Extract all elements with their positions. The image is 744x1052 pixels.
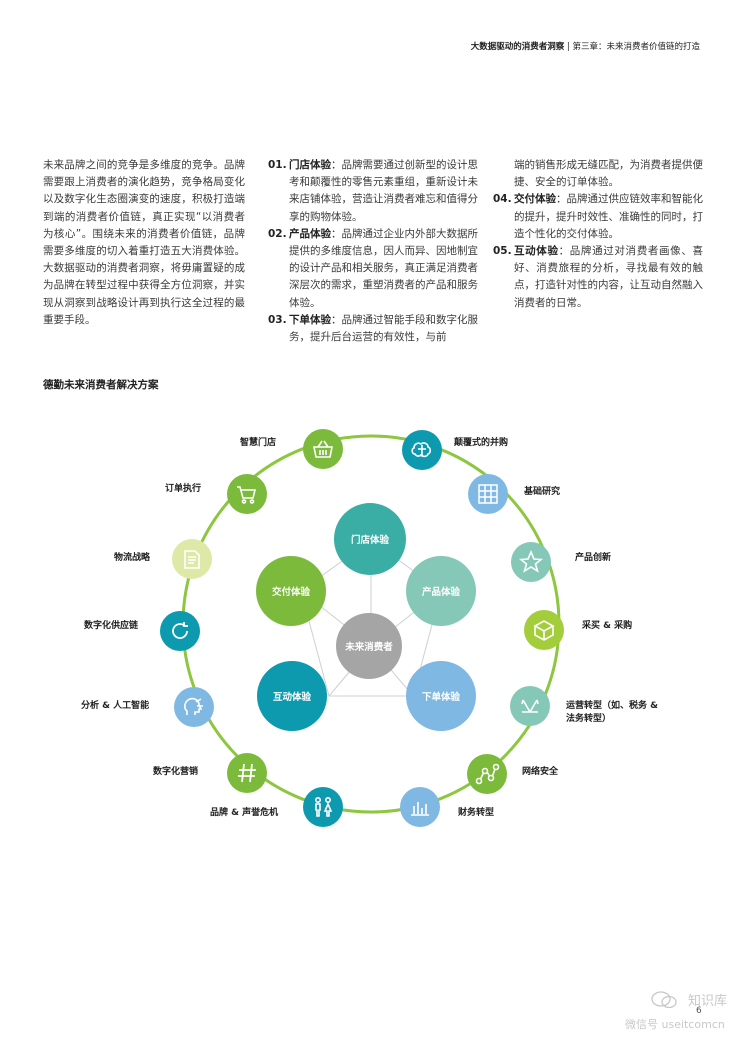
experience-number: 02. [268,227,287,240]
ring-label-basic-research: 基础研究 [524,487,561,497]
wechat-icon [651,991,677,1009]
ring-label-digital-supply-chain: 数字化供应链 [84,621,139,631]
section-title: 德勤未来消费者解决方案 [43,379,159,391]
ring-node-acquisition [402,430,442,470]
ring-label-product-innovation: 产品创新 [575,553,612,563]
grid-icon [478,484,498,504]
ring-label-acquisition: 颠覆式的并购 [454,438,509,448]
ring-node-product-innovation [511,542,551,582]
experience-text: 端的销售形成无缝匹配，为消费者提供便捷、安全的订单体验。 [514,159,703,189]
experience-title: 门店体验 [289,159,331,171]
inner-node-store-experience: 门店体验 [334,503,406,575]
star-icon [518,549,544,573]
inner-node-delivery-experience: 交付体验 [256,556,326,626]
page-number: 6 [696,1006,702,1016]
experience-title: 产品体验 [289,227,331,240]
cart-icon [237,486,257,504]
experience-item-store: 01. 门店体验：品牌需要通过创新型的设计思考和颠覆性的零售元素重组，重新设计未… [268,157,478,226]
ring-node-analytics-ai [174,687,214,727]
watermark-account: 微信号 useitcomcn [625,1018,725,1031]
experience-number: 03. [268,313,287,326]
inner-node-product-experience: 产品体验 [406,556,476,626]
ring-node-basic-research [468,474,508,514]
experience-item-interaction: 05. 互动体验：品牌通过对消费者画像、喜好、消费旅程的分析，寻找最有效的触点，… [493,243,703,312]
experience-item-order-continued: 端的销售形成无缝匹配，为消费者提供便捷、安全的订单体验。 [493,157,703,191]
intro-paragraph: 未来品牌之间的竞争是多维度的竞争。品牌需要跟上消费者的演化趋势，竞争格局变化以及… [43,159,245,326]
ring-label-brand: 品牌 & 声誉危机 [210,808,279,818]
bar-chart-icon [411,802,429,816]
ring-node-brand [303,787,343,827]
ring-label-analytics-ai: 分析 & 人工智能 [81,701,150,711]
ring-node-digital-marketing [227,753,267,793]
ring-node-procurement [524,610,564,650]
experience-column-2: 端的销售形成无缝匹配，为消费者提供便捷、安全的订单体验。 04. 交付体验：品牌… [493,157,703,312]
experience-title: 互动体验 [514,245,559,258]
experience-title: 交付体验 [514,193,556,206]
experience-text: 品牌通过供应链效率和智能化的提升，提升时效性、准确性的同时，打造个性化的交付体验… [514,193,703,240]
report-title: 大数据驱动的消费者洞察 [470,42,565,52]
basket-icon [313,440,333,458]
ring-label-cybersecurity: 网络安全 [522,767,559,777]
ring-node-digital-supply-chain [160,611,200,651]
inner-node-order-experience: 下单体验 [406,661,476,731]
experience-title: 下单体验 [289,313,331,326]
arrows-icon [521,699,539,713]
ring-label-smart-store: 智慧门店 [240,438,277,448]
document-icon [184,550,200,569]
hashtag-icon [238,763,256,783]
ring-label-logistics: 物流战略 [114,553,151,563]
experience-item-order: 03. 下单体验：品牌通过智能手段和数字化服务，提升后台运营的有效性，与前 [268,312,478,346]
people-icon [315,797,333,817]
ring-label-digital-marketing: 数字化营销 [153,767,199,777]
experience-number: 01. [268,159,287,171]
running-header: 大数据驱动的消费者洞察 | 第三章：未来消费者价值链的打造 [471,40,700,52]
network-icon [475,763,500,785]
ring-node-finance [400,787,440,827]
watermark-name: 知识库 [688,994,728,1009]
head-icon [184,697,203,715]
header-separator: | [566,42,570,52]
ring-node-smart-store [303,429,343,469]
brain-icon [411,442,432,458]
experience-number: 05. [493,245,512,258]
ring-label-order-fulfillment: 订单执行 [165,484,202,494]
experience-text: 品牌通过智能手段和数字化服务，提升后台运营的有效性，与前 [289,313,478,344]
ring-node-order-fulfillment [227,474,267,514]
experience-column-1: 01. 门店体验：品牌需要通过创新型的设计思考和颠覆性的零售元素重组，重新设计未… [268,157,478,346]
chapter-title: 第三章：未来消费者价值链的打造 [572,42,700,52]
ring-label-procurement: 采买 & 采购 [582,621,633,631]
experience-text: 品牌需要通过创新型的设计思考和颠覆性的零售元素重组，重新设计未来店铺体验，营造让… [289,159,478,223]
ring-node-operations [510,686,550,726]
ring-label-operations: 运营转型（如、税务 & 法务转型） [566,701,658,724]
experience-item-delivery: 04. 交付体验：品牌通过供应链效率和智能化的提升，提升时效性、准确性的同时，打… [493,191,703,243]
center-node-future-consumer: 未来消费者 [336,613,402,679]
refresh-icon [172,622,188,639]
box-icon [533,620,555,641]
inner-node-interaction-experience: 互动体验 [257,661,327,731]
ring-node-logistics [172,539,212,579]
experience-text: 品牌通过对消费者画像、喜好、消费旅程的分析，寻找最有效的触点，打造针对性的内容，… [514,245,703,309]
experience-number: 04. [493,193,512,206]
experience-item-product: 02. 产品体验：品牌通过企业内外部大数据所提供的多维度信息，因人而异、因地制宜… [268,226,478,312]
experience-text: 品牌通过企业内外部大数据所提供的多维度信息，因人而异、因地制宜的设计产品和相关服… [289,227,478,309]
ring-node-cybersecurity [467,754,507,794]
ring-label-finance: 财务转型 [458,808,495,818]
